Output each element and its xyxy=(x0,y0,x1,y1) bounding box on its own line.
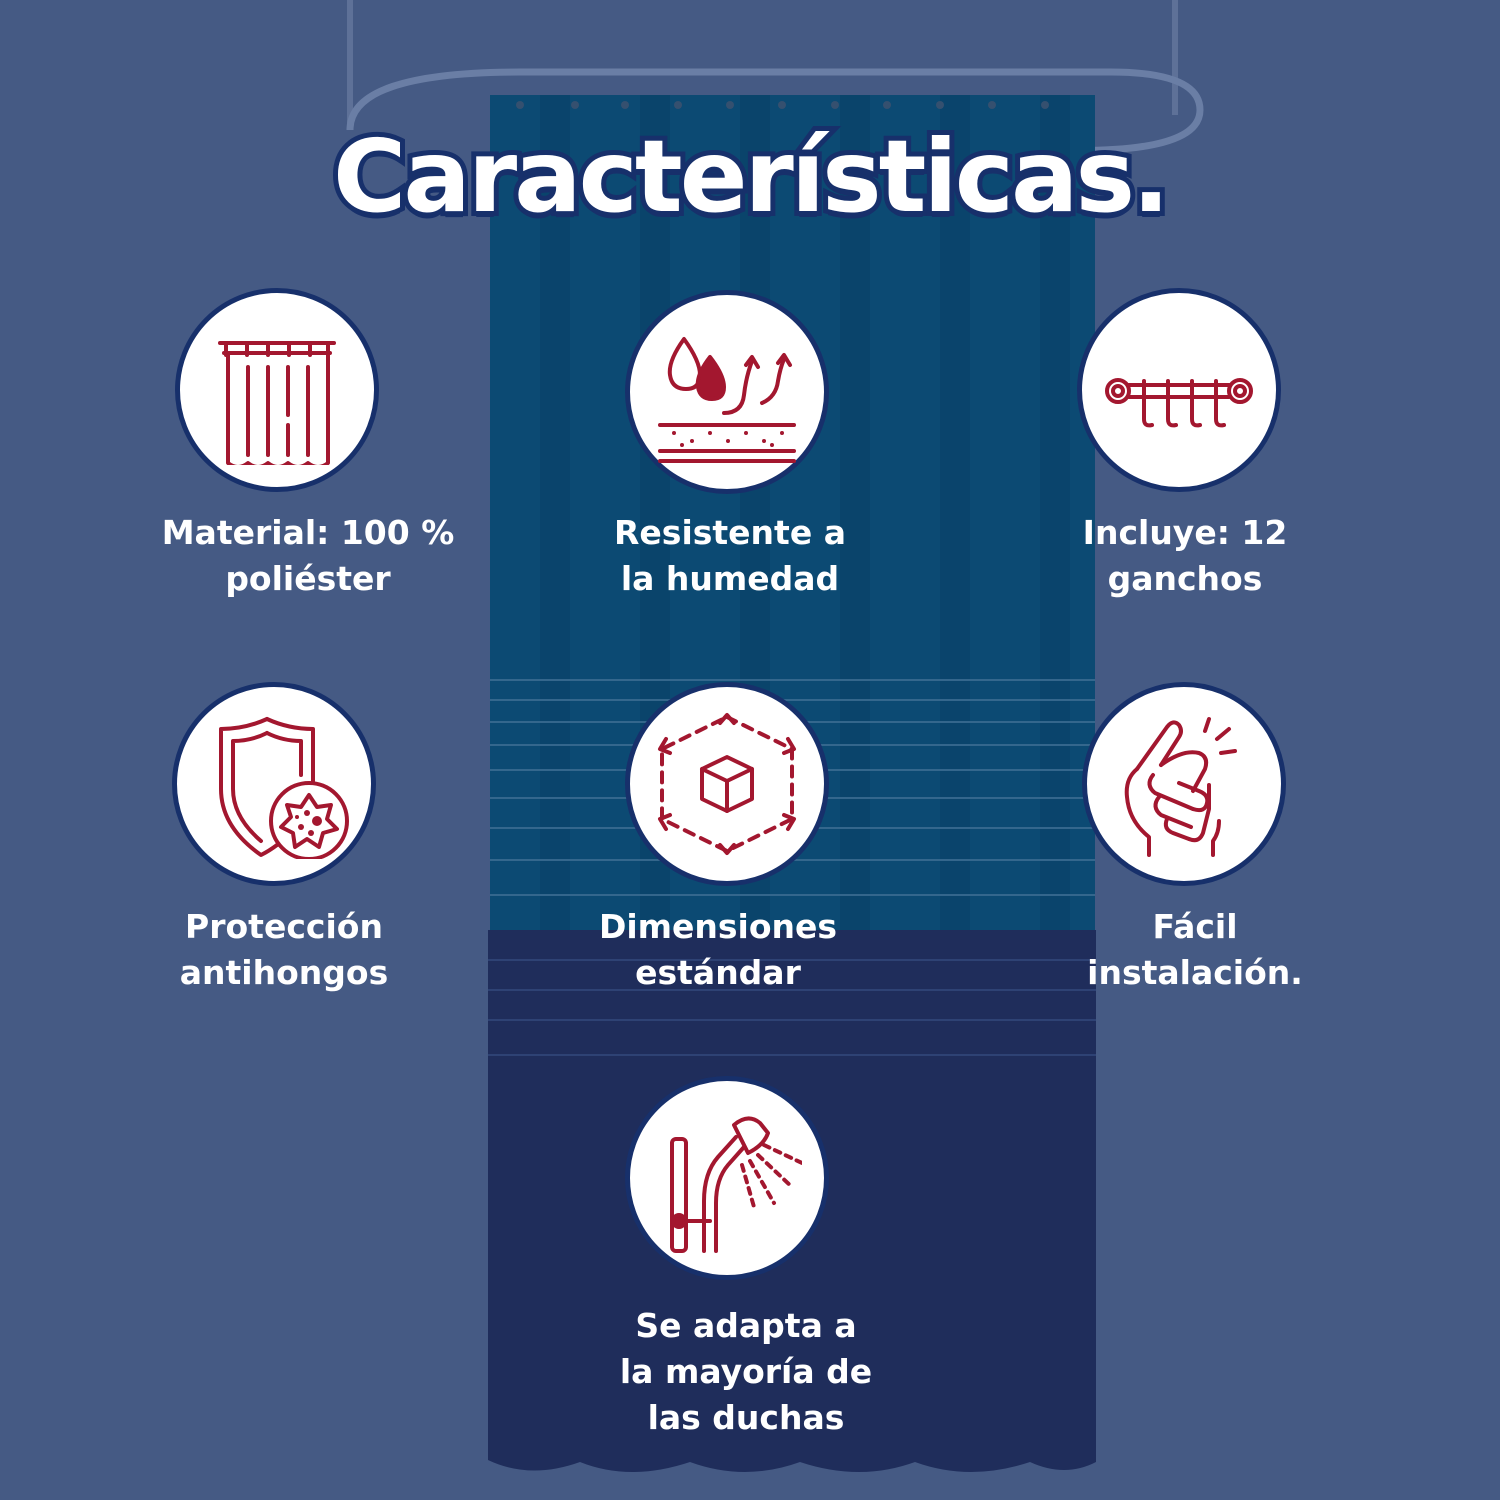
finger-snap-icon xyxy=(1124,717,1237,857)
curtain-rod xyxy=(346,68,1204,154)
feature-humidity-circle xyxy=(625,290,829,494)
feature-install-label: Fácil instalación. xyxy=(1087,907,1303,992)
water-resistant-icon xyxy=(658,337,796,463)
antifungal-shield-icon xyxy=(219,717,349,859)
feature-install-circle xyxy=(1082,682,1286,886)
feature-hooks-circle xyxy=(1077,288,1281,492)
feature-antifungal-label: Protección antihongos xyxy=(179,907,389,992)
feature-shower-label: Se adapta a la mayoría de las duchas xyxy=(619,1306,873,1437)
feature-dimensions-circle xyxy=(625,682,829,886)
shower-head-icon xyxy=(670,1116,802,1253)
feature-material-label: Material: 100 % poliéster xyxy=(161,513,455,598)
feature-material-circle xyxy=(175,288,379,492)
feature-humidity-label: Resistente a la humedad xyxy=(614,513,846,598)
curtain-hooks-icon xyxy=(1105,378,1253,428)
page-title: Características. xyxy=(328,113,1175,240)
feature-shower-circle xyxy=(625,1076,829,1280)
curtain-icon xyxy=(218,341,336,465)
feature-antifungal-circle xyxy=(172,682,376,886)
feature-dimensions-label: Dimensiones estándar xyxy=(598,907,838,992)
dimensions-cube-icon xyxy=(658,713,796,855)
feature-hooks-label: Incluye: 12 ganchos xyxy=(1082,513,1288,598)
